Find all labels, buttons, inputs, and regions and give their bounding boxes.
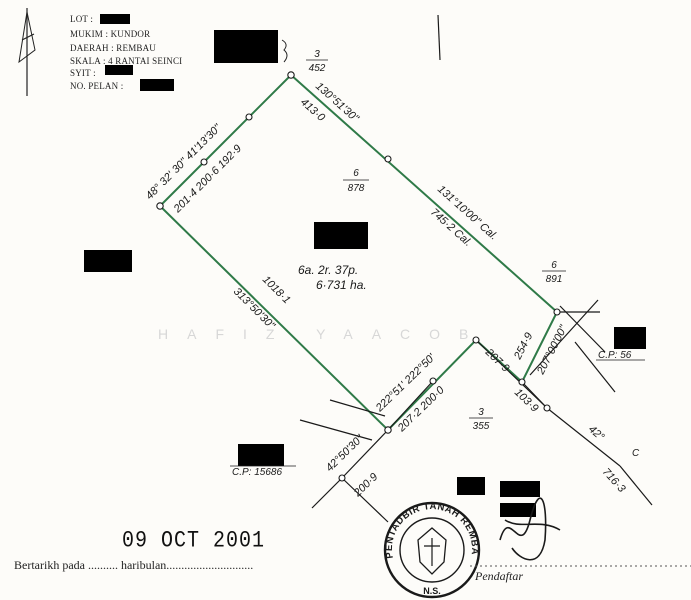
bearing-lower-right: 42° (586, 423, 607, 443)
skala-label: SKALA : 4 RANTAI SEINCI (70, 56, 183, 66)
distance-inner-edge: 207·9 (482, 346, 511, 375)
adjoining-lines (299, 14, 653, 523)
distance-nw-edge: 201·4 200·6 192·9 (171, 143, 244, 216)
footer-date-line: Bertarikh pada .......... haribulan.....… (14, 558, 254, 572)
redaction-stamp-2 (500, 481, 540, 497)
letter-c: C (632, 448, 640, 459)
redaction-syit (105, 65, 133, 75)
lot-ref-3-denominator: 891 (546, 274, 563, 285)
redaction-stamp-1 (457, 477, 485, 495)
lot-ref-1-denominator: 452 (309, 63, 326, 74)
redaction-no-pelan (140, 79, 174, 91)
area-hectares: 6·731 ha. (316, 278, 367, 292)
distance-lower-edge: 103·9 (512, 387, 541, 415)
distance-ne-edge-upper: 413·0 (298, 96, 328, 124)
lot-ref-1-number: 3 (314, 49, 320, 60)
north-arrow-icon (18, 8, 36, 96)
seal-bottom-text: N.S. (423, 586, 441, 596)
redaction-lower-left (238, 444, 284, 466)
brace-mark (281, 39, 288, 63)
mukim-label: MUKIM : KUNDOR (70, 29, 151, 39)
lot-ref-3-number: 6 (551, 260, 557, 271)
bearing-east-edge: 207°00'00" (535, 323, 571, 378)
no-pelan-label: NO. PELAN : (70, 81, 124, 91)
lot-ref-2-number: 6 (353, 168, 359, 179)
distance-lower-left: 200·9 (351, 471, 380, 500)
distance-east-edge: 254·9 (512, 331, 536, 362)
area-acres: 6a. 2r. 37p. (298, 263, 358, 277)
cp-ref-56: C.P: 56 (598, 350, 632, 361)
syit-label: SYIT : (70, 68, 96, 78)
redaction-header (214, 30, 278, 63)
cp-ref-15686: C.P: 15686 (232, 467, 282, 478)
lot-ref-2-denominator: 878 (348, 183, 365, 194)
survey-marks (156, 71, 561, 482)
redaction-lot (100, 14, 130, 24)
signature-mark (499, 497, 561, 561)
watermark-text: HAFIZ YAACOB (158, 326, 488, 342)
redaction-lot-number (314, 222, 368, 249)
redaction-left (84, 250, 132, 272)
lot-ref-4-number: 3 (478, 407, 484, 418)
redaction-stamp-3 (500, 503, 536, 517)
distance-sw-edge: 1018·1 (260, 274, 293, 307)
bearing-nw-edge: 48° 32' 30" 41'13'30" (144, 121, 225, 202)
lot-label: LOT : (70, 14, 94, 24)
bearing-lower-left: 42°50'30" (324, 432, 367, 474)
pendaftar-label: Pendaftar (475, 569, 523, 583)
redaction-right (614, 327, 646, 349)
lot-ref-4-denominator: 355 (473, 421, 490, 432)
daerah-label: DAERAH : REMBAU (70, 43, 157, 53)
stamp-date: 09 OCT 2001 (122, 528, 266, 555)
